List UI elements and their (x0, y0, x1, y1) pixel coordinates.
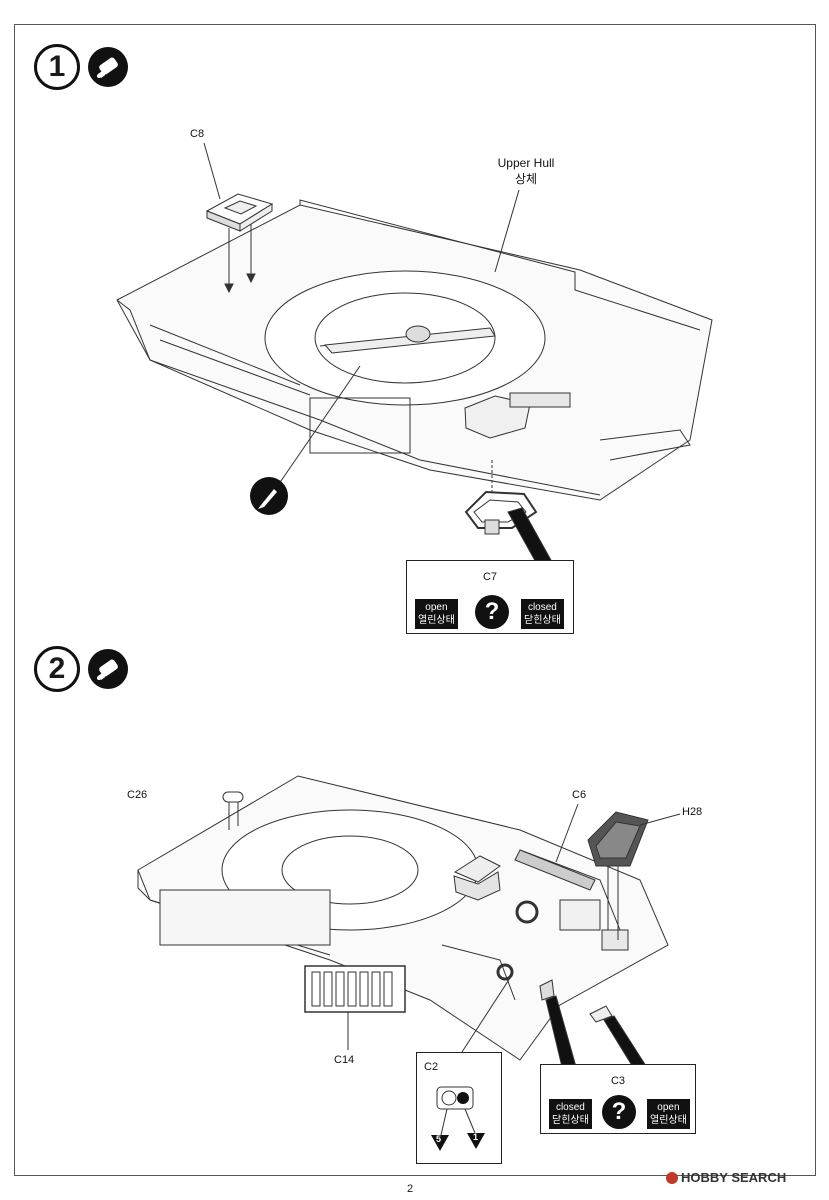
c7-closed-tag: closed 닫힌상태 (521, 599, 564, 629)
step-2-number: 2 (34, 646, 80, 692)
c7-open-tag: open 열린상태 (415, 599, 458, 629)
watermark-logo-icon (666, 1171, 678, 1184)
c7-closed-en: closed (527, 602, 557, 613)
c7-callout-title: C7 (482, 571, 498, 583)
step-1-number: 1 (34, 44, 80, 90)
c2-callout: C2 5 1 (416, 1052, 502, 1164)
c3-closed-tag: closed 닫힌상태 (549, 1099, 592, 1129)
part-label-c26: C26 (127, 789, 148, 801)
upper-hull-label-en: Upper Hull (497, 156, 555, 170)
upper-hull-label-ko: 상체 (514, 172, 538, 186)
part-label-c14: C14 (334, 1054, 355, 1066)
c2-right-number: 1 (473, 1132, 479, 1142)
question-icon: ? (602, 1095, 636, 1129)
c3-closed-ko: 닫힌상태 (552, 1115, 589, 1126)
brush-icon (250, 477, 288, 515)
part-label-c8: C8 (190, 128, 205, 140)
c3-open-tag: open 열린상태 (647, 1099, 690, 1129)
part-label-c6: C6 (572, 789, 587, 801)
c3-open-ko: 열린상태 (650, 1115, 687, 1126)
c7-callout: C7 open 열린상태 ? closed 닫힌상태 (406, 560, 574, 634)
question-icon: ? (475, 595, 509, 629)
page-number: 2 (407, 1183, 414, 1195)
watermark-text: HOBBY SEARCH (681, 1170, 787, 1185)
glue-bottle-icon (88, 47, 128, 87)
c3-callout: C3 closed 닫힌상태 ? open 열린상태 (540, 1064, 696, 1134)
watermark: HOBBY SEARCH (666, 1170, 786, 1185)
c2-part-detail (431, 1086, 485, 1151)
upper-hull-label: Upper Hull 상체 (486, 156, 566, 187)
c2-left-number: 5 (436, 1134, 442, 1144)
c7-closed-ko: 닫힌상태 (524, 615, 561, 626)
c3-callout-title: C3 (610, 1075, 626, 1087)
c7-open-ko: 열린상태 (418, 615, 455, 626)
page-frame (14, 24, 816, 1176)
c7-open-en: open (425, 602, 448, 613)
c3-closed-en: closed (555, 1102, 585, 1113)
glue-bottle-icon (88, 649, 128, 689)
part-label-h28: H28 (682, 806, 703, 818)
c2-callout-title: C2 (424, 1061, 439, 1073)
c3-open-en: open (657, 1102, 680, 1113)
